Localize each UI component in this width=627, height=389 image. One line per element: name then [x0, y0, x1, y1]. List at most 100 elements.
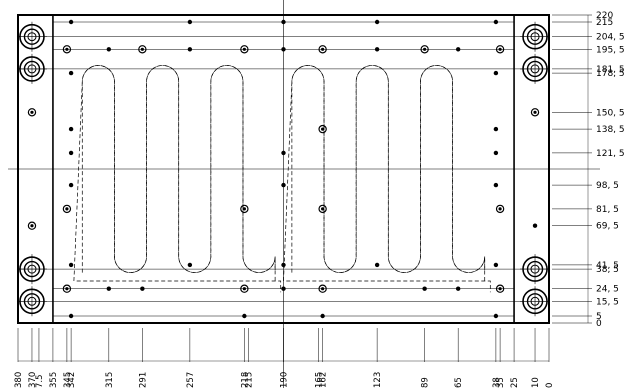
tapped-hole	[495, 204, 505, 214]
tapped-hole-center	[65, 207, 69, 211]
y-ordinate-label: 0	[596, 319, 602, 329]
tapped-hole-center	[423, 47, 427, 51]
tapped-hole-center	[30, 224, 34, 228]
small-hole	[106, 47, 112, 52]
small-hole	[374, 47, 380, 52]
small-hole	[140, 286, 145, 291]
y-ordinate-label: 15, 5	[596, 297, 619, 307]
y-ordinate-label: 178, 5	[596, 69, 625, 79]
small-hole	[187, 47, 193, 52]
tapped-hole	[318, 124, 327, 134]
small-hole	[455, 47, 461, 52]
y-ordinate-label: 81, 5	[596, 205, 619, 215]
holes	[16, 19, 551, 319]
tapped-hole-center	[533, 110, 537, 114]
cooling-channels	[73, 65, 491, 293]
x-ordinate-label: 370	[28, 372, 38, 388]
channel-return	[76, 280, 282, 293]
small-hole	[68, 150, 74, 156]
tapped-hole	[318, 45, 327, 54]
tapped-hole-center	[65, 47, 69, 51]
small-hole	[68, 70, 74, 76]
tapped-hole-center	[321, 287, 325, 291]
y-ordinate-label: 138, 5	[596, 125, 625, 135]
y-ordinate-label: 5	[596, 312, 602, 322]
tapped-hole-center	[321, 127, 325, 131]
small-hole	[532, 223, 538, 228]
tapped-hole	[240, 284, 249, 293]
small-hole	[281, 262, 286, 268]
y-ordinate-label: 69, 5	[596, 222, 619, 232]
tapped-hole-center	[242, 47, 246, 51]
x-ordinate-label: 35	[496, 377, 506, 388]
small-hole	[281, 19, 286, 25]
channel-return	[286, 280, 491, 293]
x-ordinate-label: 123	[373, 372, 383, 388]
tapped-hole-center	[321, 207, 325, 211]
x-ordinate-label: 218	[240, 372, 250, 388]
tapped-hole	[318, 284, 327, 293]
small-hole	[374, 19, 380, 25]
small-hole	[493, 150, 499, 156]
x-ordinate-label: 162	[319, 372, 329, 388]
small-hole	[422, 286, 427, 291]
small-hole	[493, 126, 499, 132]
cooling-channel	[73, 65, 276, 282]
x-ordinate-label: 315	[105, 372, 115, 388]
y-ordinate-label: 121, 5	[596, 149, 625, 159]
small-hole	[493, 262, 499, 268]
x-ordinate-label: 342	[67, 372, 77, 388]
small-hole	[281, 47, 286, 52]
x-ordinate-label: 190	[280, 372, 290, 388]
x-ordinate-label: 89	[421, 377, 431, 388]
tapped-hole	[530, 108, 540, 117]
x-ordinate-label: 355	[49, 372, 59, 388]
y-ordinate-label: 195, 5	[596, 45, 625, 55]
x-ordinate-label: 291	[138, 372, 148, 388]
tapped-hole-center	[242, 207, 246, 211]
small-hole	[281, 182, 286, 188]
tapped-hole-center	[498, 287, 502, 291]
small-hole	[320, 313, 325, 319]
x-ordinate-label: 10	[531, 377, 541, 388]
x-ordinate-label: 7.5	[35, 374, 45, 388]
tapped-hole	[240, 204, 249, 214]
tapped-hole	[318, 204, 327, 214]
small-hole	[68, 182, 74, 188]
y-ordinate-label: 41, 5	[596, 261, 619, 271]
tapped-hole	[27, 221, 37, 230]
small-hole	[455, 286, 461, 291]
tapped-hole-center	[242, 287, 246, 291]
y-ordinate-label: 181, 5	[596, 65, 625, 75]
small-hole	[493, 313, 499, 319]
small-hole	[374, 262, 380, 268]
tapped-hole	[495, 45, 505, 54]
tapped-hole-center	[321, 47, 325, 51]
tapped-hole	[240, 45, 249, 54]
small-hole	[493, 182, 499, 188]
small-hole	[281, 286, 286, 291]
small-hole	[242, 313, 247, 319]
small-hole	[106, 286, 112, 291]
x-ordinate-label: 0	[545, 383, 555, 388]
x-ordinate-label: 38	[492, 377, 502, 388]
small-hole	[493, 70, 499, 76]
small-hole	[281, 150, 286, 156]
tapped-hole-center	[498, 47, 502, 51]
tapped-hole	[27, 108, 37, 117]
small-hole	[493, 19, 499, 25]
y-ordinate-label: 38, 5	[596, 265, 619, 275]
y-ordinate-label: 215	[596, 18, 613, 28]
x-ordinate-label: 65	[454, 377, 464, 388]
small-hole	[68, 19, 74, 25]
x-ordinate-label: 165	[314, 372, 324, 388]
y-ordinate-label: 220	[596, 11, 613, 21]
tapped-hole-center	[65, 287, 69, 291]
x-ordinate-label: 257	[186, 372, 196, 388]
y-ordinate-label: 98, 5	[596, 181, 619, 191]
tapped-hole	[495, 284, 505, 293]
x-ordinate-label: 25	[510, 377, 520, 388]
small-hole	[68, 262, 74, 268]
